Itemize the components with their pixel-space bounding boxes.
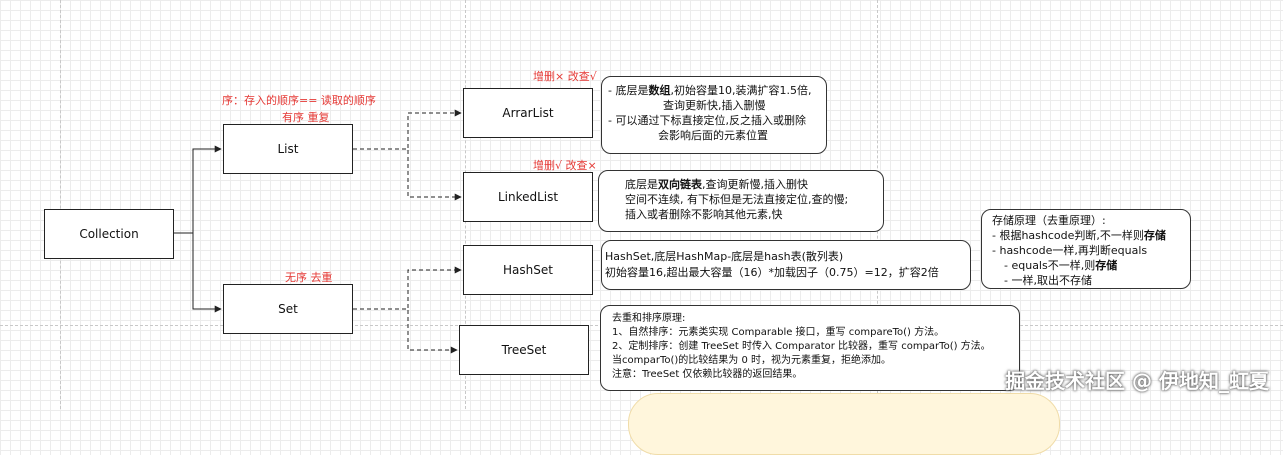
linkedlist-note-text: 底层是 bbox=[625, 178, 658, 191]
linkedlist-note-line: 空间不连续, 有下标但是无法直接定位,查的慢; bbox=[625, 193, 849, 206]
arraylist-note-bold: 数组 bbox=[648, 84, 671, 97]
node-treeset-label: TreeSet bbox=[501, 343, 547, 357]
edge-set-hashset bbox=[353, 266, 462, 310]
treeset-note-line: 注意：TreeSet 仅依赖比较器的返回结果。 bbox=[612, 369, 803, 380]
node-collection[interactable]: Collection bbox=[44, 209, 174, 259]
storage-note-text: - 根据hashcode判断,不一样则 bbox=[992, 229, 1144, 242]
storage-note-line: - equals不一样,则存储 bbox=[992, 258, 1180, 273]
linkedlist-note-bold: 双向链表 bbox=[658, 178, 702, 191]
edge-collection-list bbox=[173, 145, 222, 234]
storage-principle-note: 存储原理（去重原理）: - 根据hashcode判断,不一样则存储 - hash… bbox=[981, 209, 1191, 289]
arraylist-note-text: ,初始容量10,装满扩容1.5倍, bbox=[670, 84, 812, 97]
node-arraylist-label: ArrarList bbox=[502, 106, 554, 120]
hashset-note: HashSet,底层HashMap-底层是hash表(散列表) 初始容量16,超… bbox=[601, 240, 971, 290]
node-collection-label: Collection bbox=[79, 227, 139, 241]
storage-note-bold: 存储 bbox=[1143, 229, 1166, 242]
storage-note-line: - 根据hashcode判断,不一样则存储 bbox=[992, 228, 1180, 243]
hashset-note-line: 初始容量16,超出最大容量（16）*加载因子（0.75）=12，扩容2倍 bbox=[605, 266, 939, 279]
arraylist-note-line: - 可以通过下标直接定位,反之插入或删除 bbox=[608, 114, 806, 127]
linkedlist-note: 底层是双向链表,查询更新慢,插入删快 空间不连续, 有下标但是无法直接定位,查的… bbox=[598, 170, 884, 232]
treeset-note-line: 当comparTo()的比较结果为 0 时，视为元素重复，拒绝添加。 bbox=[612, 355, 891, 366]
linkedlist-ops-label: 增删√ 改查× bbox=[533, 159, 597, 172]
node-hashset[interactable]: HashSet bbox=[463, 245, 593, 295]
node-arraylist[interactable]: ArrarList bbox=[463, 88, 593, 138]
treeset-note-line: 2、定制排序：创建 TreeSet 时传入 Comparator 比较器，重写 … bbox=[612, 341, 991, 352]
storage-note-line: 存储原理（去重原理）: bbox=[992, 214, 1106, 227]
arraylist-note: - 底层是数组,初始容量10,装满扩容1.5倍, 查询更新快,插入删慢 - 可以… bbox=[601, 76, 827, 154]
storage-note-text: - equals不一样,则 bbox=[1004, 259, 1096, 272]
edge-set-treeset bbox=[353, 308, 458, 354]
linkedlist-note-line: 插入或者删除不影响其他元素,快 bbox=[625, 208, 783, 221]
order-definition-label: 序：存入的顺序== 读取的顺序 bbox=[222, 94, 376, 107]
edge-list-arraylist bbox=[353, 109, 462, 150]
node-set[interactable]: Set bbox=[223, 284, 353, 334]
node-treeset[interactable]: TreeSet bbox=[459, 325, 589, 375]
node-set-label: Set bbox=[278, 302, 298, 316]
list-props-label: 有序 重复 bbox=[282, 111, 330, 124]
arraylist-note-line: - 底层是数组,初始容量10,装满扩容1.5倍, bbox=[608, 83, 820, 98]
node-list[interactable]: List bbox=[223, 124, 353, 174]
treeset-note-line: 去重和排序原理: bbox=[612, 313, 686, 324]
edge-collection-set bbox=[173, 232, 222, 313]
guide-line bbox=[60, 0, 61, 409]
storage-note-line: - hashcode一样,再判断equals bbox=[992, 244, 1148, 257]
linkedlist-note-line: 底层是双向链表,查询更新慢,插入删快 bbox=[625, 177, 877, 192]
arraylist-note-line: 会影响后面的元素位置 bbox=[658, 129, 768, 142]
arraylist-note-line: 查询更新快,插入删慢 bbox=[663, 99, 766, 112]
edge-list-linkedlist bbox=[353, 148, 462, 201]
treeset-note-line: 1、自然排序：元素类实现 Comparable 接口，重写 compareTo(… bbox=[612, 327, 945, 338]
storage-note-bold: 存储 bbox=[1095, 259, 1118, 272]
linkedlist-note-text: ,查询更新慢,插入删快 bbox=[702, 178, 808, 191]
watermark: 掘金技术社区 @ 伊地知_虹夏 bbox=[1005, 369, 1269, 393]
storage-note-line: - 一样,取出不存储 bbox=[1004, 274, 1092, 287]
node-list-label: List bbox=[277, 142, 299, 156]
node-hashset-label: HashSet bbox=[503, 263, 553, 277]
connector-layer bbox=[173, 109, 462, 354]
set-props-label: 无序 去重 bbox=[285, 271, 333, 284]
hashset-note-line: HashSet,底层HashMap-底层是hash表(散列表) bbox=[605, 250, 844, 263]
arraylist-note-text: - 底层是 bbox=[608, 84, 649, 97]
treeset-note: 去重和排序原理: 1、自然排序：元素类实现 Comparable 接口，重写 c… bbox=[600, 305, 1020, 391]
node-linkedlist-label: LinkedList bbox=[497, 190, 559, 204]
arraylist-ops-label: 增删× 改查√ bbox=[533, 70, 597, 83]
node-linkedlist[interactable]: LinkedList bbox=[463, 172, 593, 222]
